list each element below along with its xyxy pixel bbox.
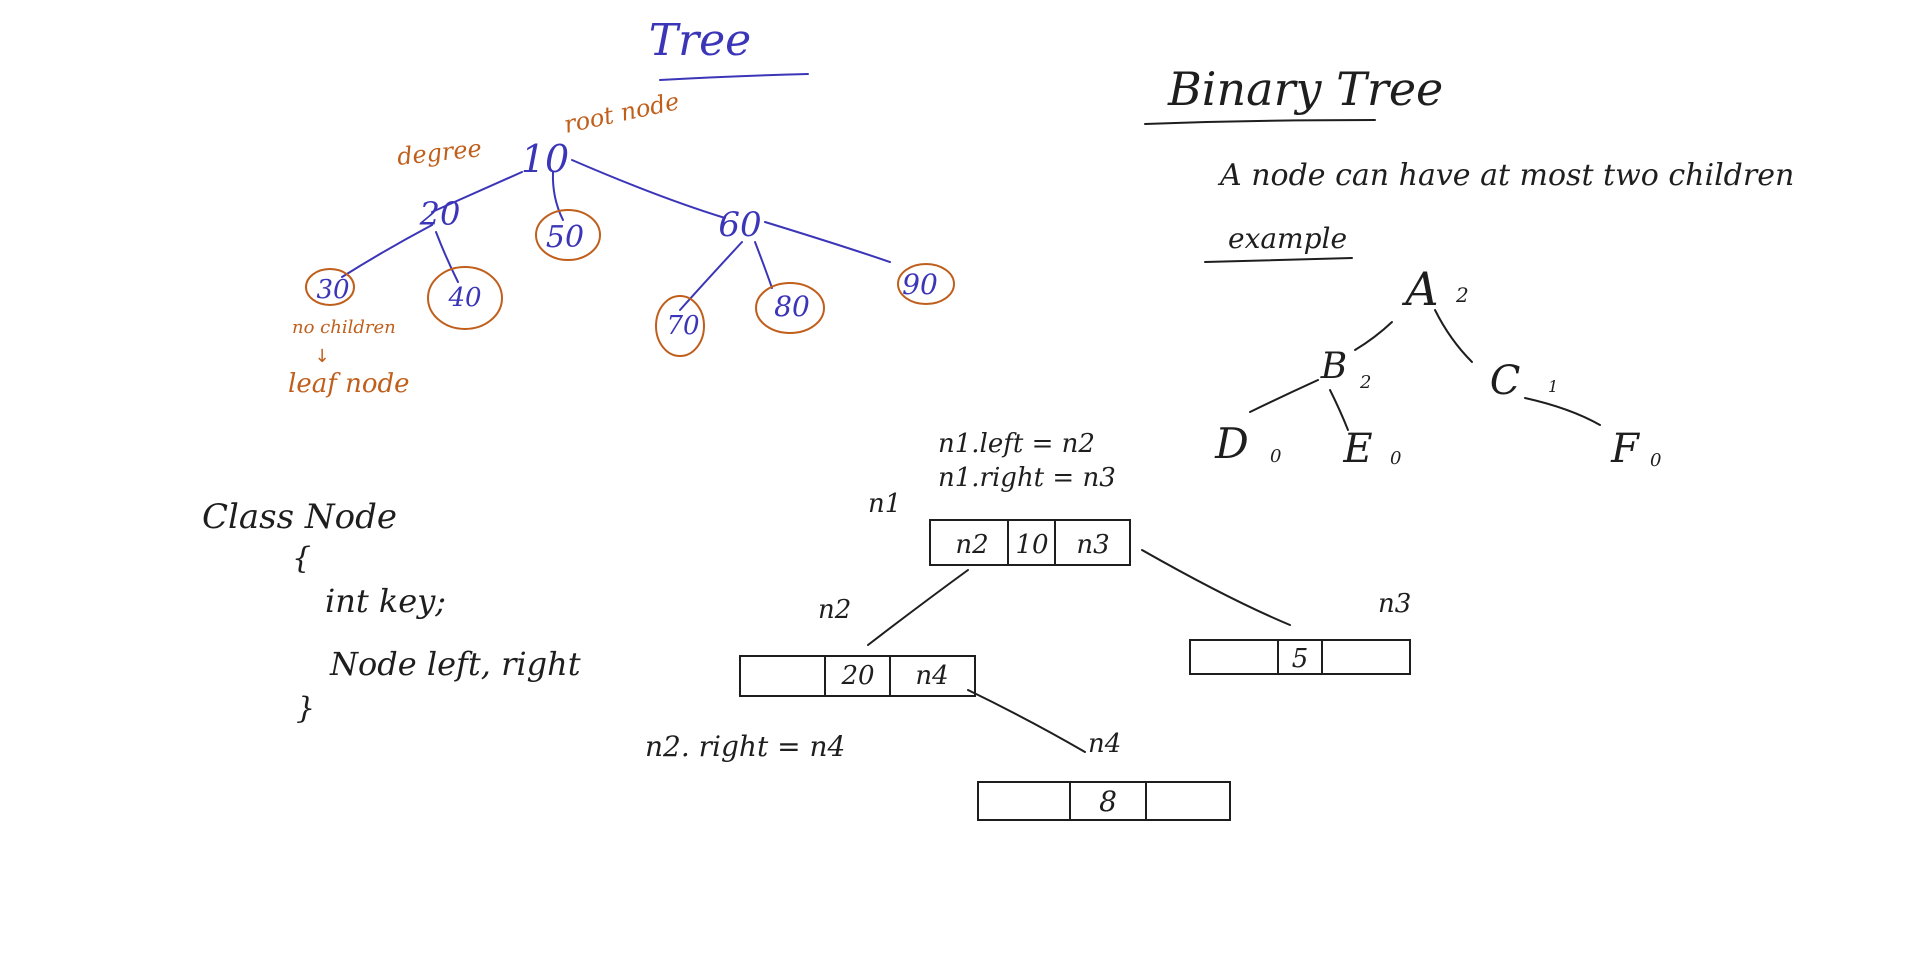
binary-tree-diagram: Binary Tree A node can have at most two … xyxy=(1144,62,1794,472)
binary-tree-title: Binary Tree xyxy=(1167,62,1443,116)
code-line-node-fields: Node left, right xyxy=(329,645,581,683)
example-underline xyxy=(1204,257,1353,263)
bt-degree-D: 0 xyxy=(1270,446,1281,467)
n4-box xyxy=(977,781,1231,821)
n3-key-cell: 5 xyxy=(1292,644,1309,674)
node-20: 20 xyxy=(419,195,461,233)
edge-A-B xyxy=(1354,321,1393,351)
link-n1-n3 xyxy=(1141,549,1291,626)
n4-label: n4 xyxy=(1088,729,1121,759)
bt-degree-E: 0 xyxy=(1390,448,1401,469)
no-children-label: no children xyxy=(292,317,396,338)
node-80: 80 xyxy=(774,290,810,323)
code-line-int-key: int key; xyxy=(325,582,446,620)
root-node-label: root node xyxy=(561,87,681,139)
circle-90 xyxy=(897,263,955,305)
note-n1-left: n1.left = n2 xyxy=(938,429,1095,459)
leaf-arrow: ↓ xyxy=(314,346,329,367)
example-label: example xyxy=(1228,222,1347,255)
bt-degree-A: 2 xyxy=(1455,283,1469,307)
n3-label: n3 xyxy=(1378,589,1411,619)
tree-title: Tree xyxy=(649,15,751,66)
tree-diagram: Tree root node degree 10 20 50 60 30 40 … xyxy=(288,15,955,399)
edge-60-90 xyxy=(764,221,891,263)
circle-30 xyxy=(305,268,355,306)
n1-right-cell: n3 xyxy=(1076,530,1109,560)
n1-key-cell: 10 xyxy=(1015,530,1048,560)
code-line-class: Class Node xyxy=(202,497,397,537)
bt-node-C: C xyxy=(1490,358,1521,404)
binary-tree-definition: A node can have at most two children xyxy=(1217,158,1794,193)
code-line-close-brace: } xyxy=(296,691,315,726)
circle-70 xyxy=(655,295,705,357)
n2-right-cell: n4 xyxy=(915,661,948,691)
edge-A-C xyxy=(1434,309,1473,363)
node-40: 40 xyxy=(447,283,481,313)
circle-80 xyxy=(755,282,825,334)
edge-20-40 xyxy=(435,231,459,283)
code-line-open-brace: { xyxy=(292,541,311,576)
note-n1-right: n1.right = n3 xyxy=(938,463,1116,493)
n2-key-cell: 20 xyxy=(840,661,874,691)
n1-label: n1 xyxy=(868,489,901,519)
circle-40 xyxy=(427,266,503,330)
bt-node-A: A xyxy=(1401,262,1438,316)
edge-10-60 xyxy=(571,159,726,219)
class-node-code: Class Node { int key; Node left, right } xyxy=(202,497,581,726)
n2-label: n2 xyxy=(818,595,851,625)
node-10: 10 xyxy=(521,137,569,181)
link-n2-n4 xyxy=(967,689,1086,753)
leaf-node-label: leaf node xyxy=(288,369,410,399)
edge-B-E xyxy=(1329,389,1349,431)
n2-box xyxy=(739,655,976,697)
link-n1-n2 xyxy=(867,569,969,646)
bt-degree-F: 0 xyxy=(1650,450,1661,471)
degree-label: degree xyxy=(396,134,483,171)
edge-B-D xyxy=(1249,379,1319,413)
binary-tree-title-underline xyxy=(1144,119,1376,125)
n1-box xyxy=(929,519,1131,566)
node-50: 50 xyxy=(546,220,584,255)
node-70: 70 xyxy=(666,311,699,341)
node-60: 60 xyxy=(718,205,761,245)
linked-nodes-diagram: n1.left = n2 n1.right = n3 n1 n2 10 n3 n… xyxy=(645,429,1411,821)
bt-degree-B: 2 xyxy=(1359,372,1371,393)
edge-10-20 xyxy=(431,171,523,213)
bt-node-B: B xyxy=(1320,346,1347,387)
n4-key-cell: 8 xyxy=(1099,785,1117,818)
edge-10-50 xyxy=(551,171,564,221)
note-n2-right: n2. right = n4 xyxy=(645,730,845,763)
bt-node-D: D xyxy=(1214,419,1249,468)
bt-degree-C: 1 xyxy=(1548,377,1558,396)
edge-20-30 xyxy=(341,224,433,278)
node-90: 90 xyxy=(902,268,938,301)
edge-60-70 xyxy=(679,241,743,311)
circle-50 xyxy=(535,209,601,261)
node-30: 30 xyxy=(316,275,349,305)
edge-C-F xyxy=(1524,397,1601,426)
tree-title-underline xyxy=(659,73,809,81)
edge-60-80 xyxy=(754,241,773,289)
n1-left-cell: n2 xyxy=(955,530,988,560)
bt-node-F: F xyxy=(1610,426,1640,472)
n3-box xyxy=(1189,639,1411,675)
bt-node-E: E xyxy=(1342,426,1372,472)
